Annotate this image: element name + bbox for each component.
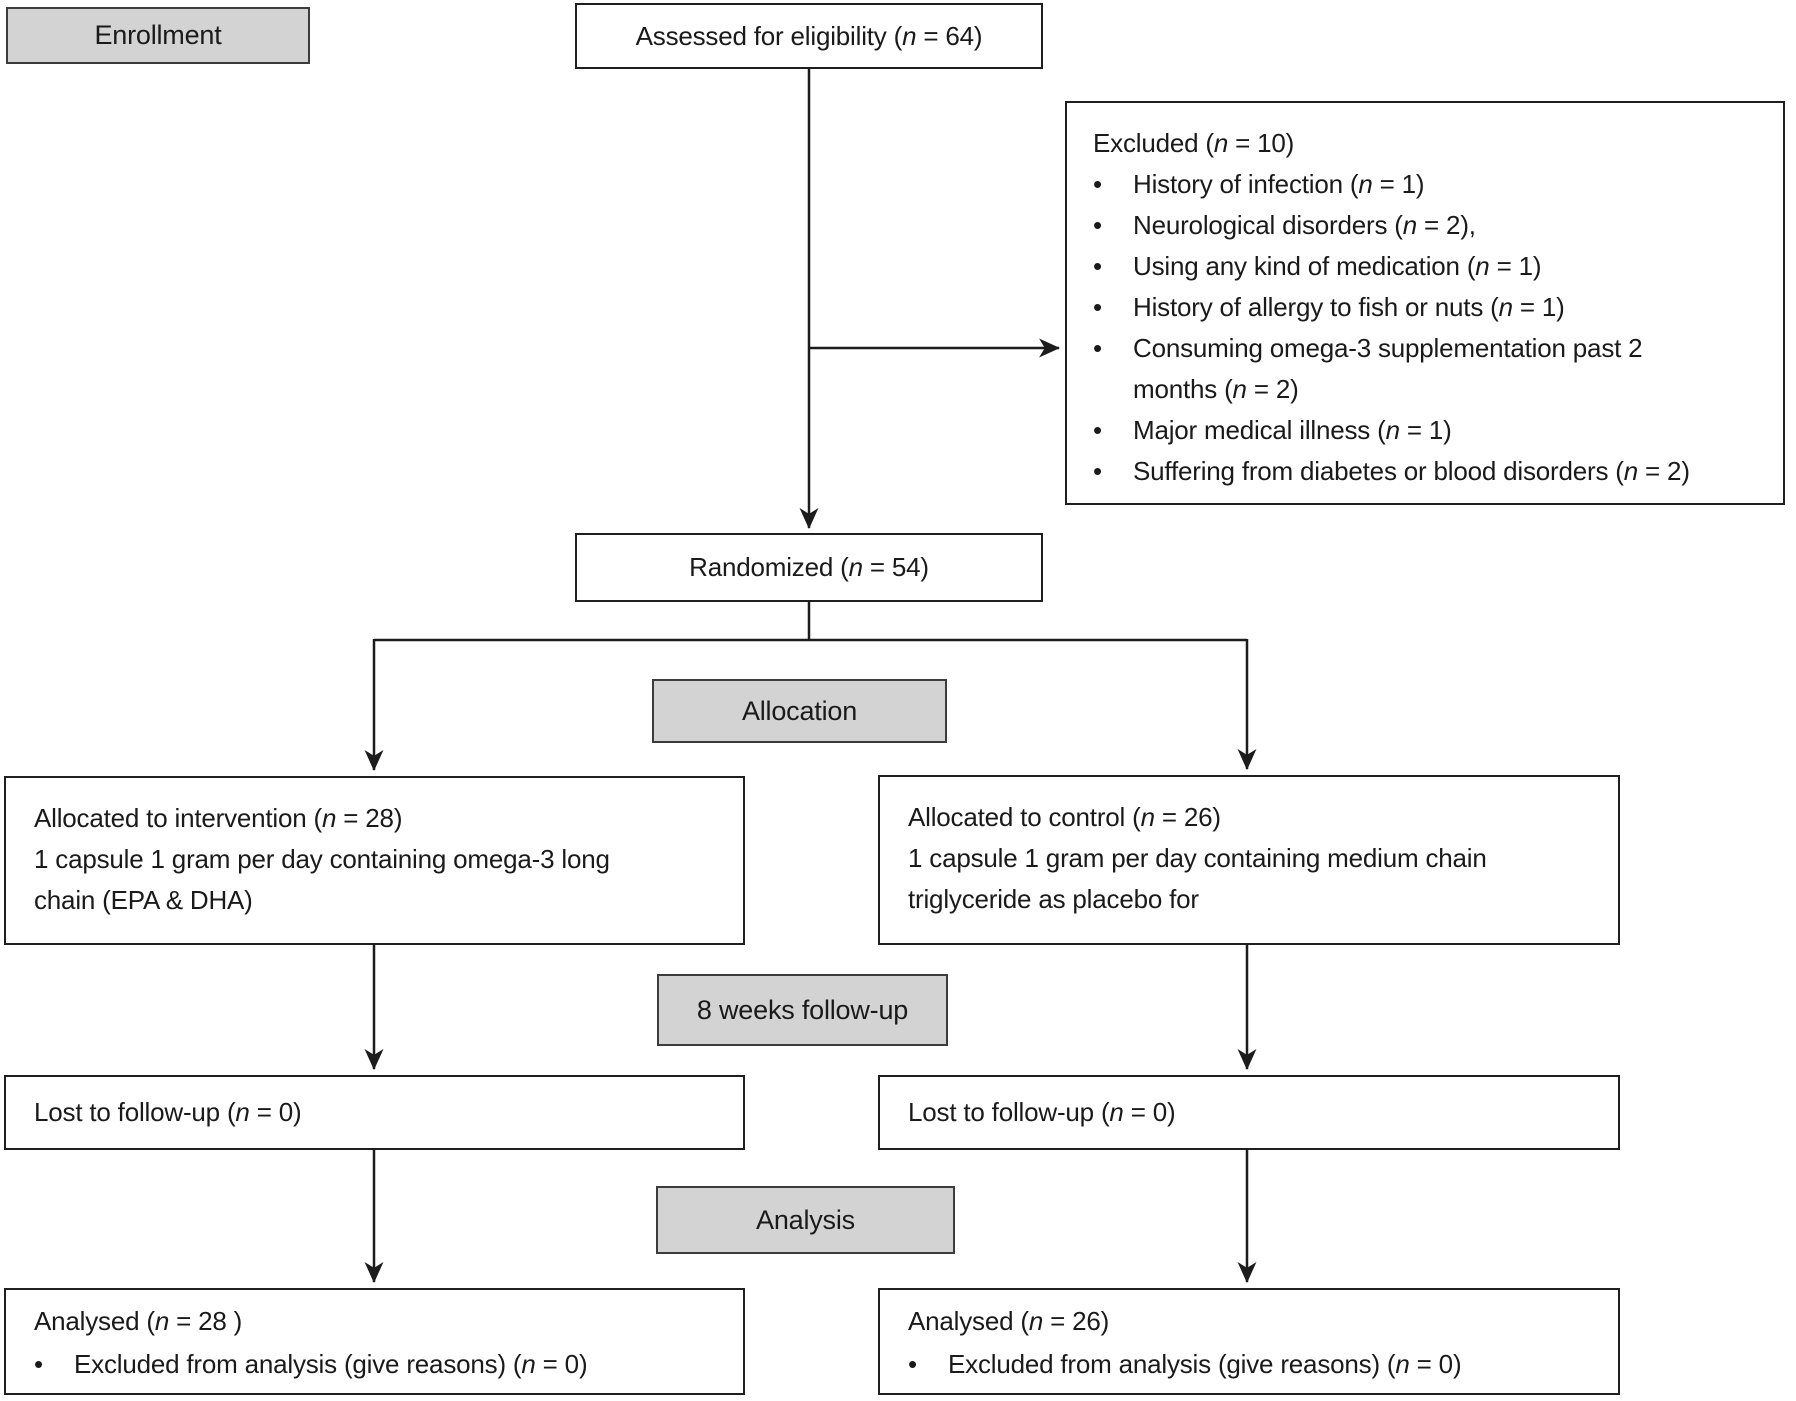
randomized-box: Randomized (n = 54) <box>575 533 1043 602</box>
assessed-eligibility-text: Assessed for eligibility (n = 64) <box>635 20 983 51</box>
excluded-title: Excluded (n = 10) <box>1093 128 1295 158</box>
stage-followup-box: 8 weeks follow-up <box>657 974 948 1046</box>
lost-followup-intervention-text: Lost to follow-up (n = 0) <box>34 1097 302 1127</box>
allocated-intervention-title: Allocated to intervention (n = 28) <box>34 803 403 833</box>
stage-allocation-box: Allocation <box>652 679 947 743</box>
allocated-control-detail: 1 capsule 1 gram per day containing medi… <box>908 843 1487 914</box>
stage-analysis-box: Analysis <box>656 1186 955 1254</box>
excluded-reason-item: Consuming omega-3 supplementation past 2… <box>1093 328 1765 410</box>
analysed-intervention-bullet: Excluded from analysis (give reasons) (n… <box>34 1343 717 1386</box>
assessed-eligibility-box: Assessed for eligibility (n = 64) <box>575 3 1043 69</box>
excluded-reason-item: Suffering from diabetes or blood disorde… <box>1093 451 1765 492</box>
analysed-control-title: Analysed (n = 26) <box>908 1306 1110 1336</box>
excluded-reason-item: Neurological disorders (n = 2), <box>1093 205 1765 246</box>
stage-enrollment-box: Enrollment <box>6 7 310 64</box>
excluded-reason-item: History of infection (n = 1) <box>1093 164 1765 205</box>
stage-enrollment-label: Enrollment <box>94 20 222 50</box>
analysed-intervention-list: Excluded from analysis (give reasons) (n… <box>34 1343 717 1386</box>
lost-followup-control-box: Lost to follow-up (n = 0) <box>878 1075 1620 1150</box>
stage-followup-label: 8 weeks follow-up <box>696 994 909 1025</box>
analysed-intervention-title: Analysed (n = 28 ) <box>34 1306 243 1336</box>
stage-allocation-label: Allocation <box>741 695 858 726</box>
excluded-reason-list: History of infection (n = 1) Neurologica… <box>1093 164 1765 492</box>
allocated-intervention-detail: 1 capsule 1 gram per day containing omeg… <box>34 844 610 915</box>
excluded-reason-item: Using any kind of medication (n = 1) <box>1093 246 1765 287</box>
analysed-control-bullet: Excluded from analysis (give reasons) (n… <box>908 1343 1592 1386</box>
stage-analysis-label: Analysis <box>756 1204 855 1235</box>
analysed-control-list: Excluded from analysis (give reasons) (n… <box>908 1343 1592 1386</box>
lost-followup-control-text: Lost to follow-up (n = 0) <box>908 1097 1176 1127</box>
analysed-control-box: Analysed (n = 26) Excluded from analysis… <box>878 1288 1620 1395</box>
randomized-text: Randomized (n = 54) <box>689 552 929 582</box>
excluded-reason-item: History of allergy to fish or nuts (n = … <box>1093 287 1765 328</box>
allocated-intervention-box: Allocated to intervention (n = 28) 1 cap… <box>4 776 745 945</box>
excluded-box: Excluded (n = 10) History of infection (… <box>1065 101 1785 505</box>
excluded-reason-item: Major medical illness (n = 1) <box>1093 410 1765 451</box>
allocated-control-title: Allocated to control (n = 26) <box>908 802 1221 832</box>
lost-followup-intervention-box: Lost to follow-up (n = 0) <box>4 1075 745 1150</box>
allocated-control-box: Allocated to control (n = 26) 1 capsule … <box>878 775 1620 945</box>
analysed-intervention-box: Analysed (n = 28 ) Excluded from analysi… <box>4 1288 745 1395</box>
